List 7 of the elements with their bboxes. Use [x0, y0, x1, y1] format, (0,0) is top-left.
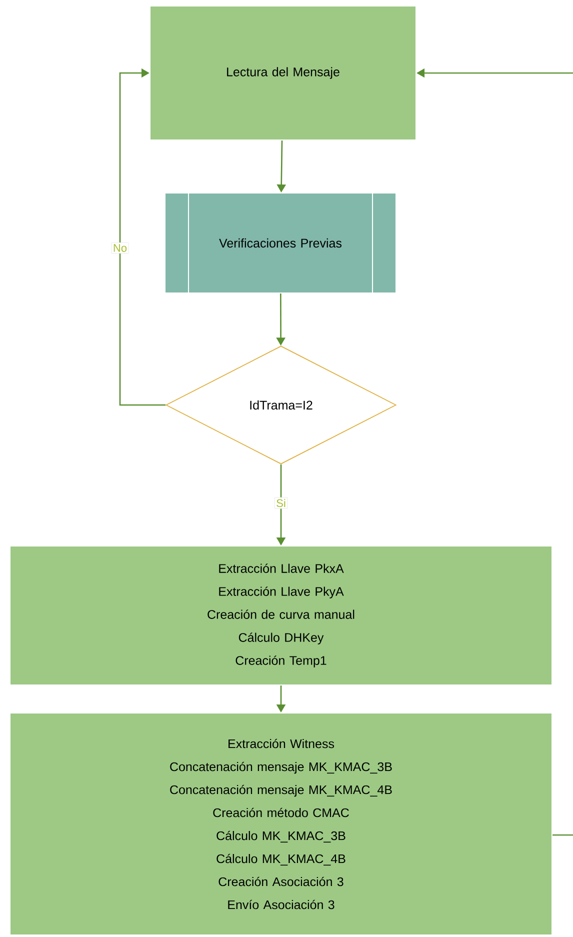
process-box: Extracción Llave PkxA Extracción Llave PkyA Creación de curva manual Cálculo DHKey Creación Temp1 — [10, 546, 552, 686]
edge-label: Si — [274, 497, 288, 509]
process-box: Extracción Witness Concatenación mensaje MK_KMAC_3B Concatenación mensaje MK_KMAC_4B Creación método CMAC Cálculo MK_KMAC_3B Cálculo MK_KMAC_4B Creación Asociación 3 Envío Asociación 3 — [10, 712, 552, 936]
edge-label: No — [111, 242, 129, 254]
predefined-process-box: Verificaciones Previas — [164, 192, 396, 294]
arrow — [119, 68, 166, 406]
process-box: Lectura del Mensaje — [150, 6, 416, 140]
